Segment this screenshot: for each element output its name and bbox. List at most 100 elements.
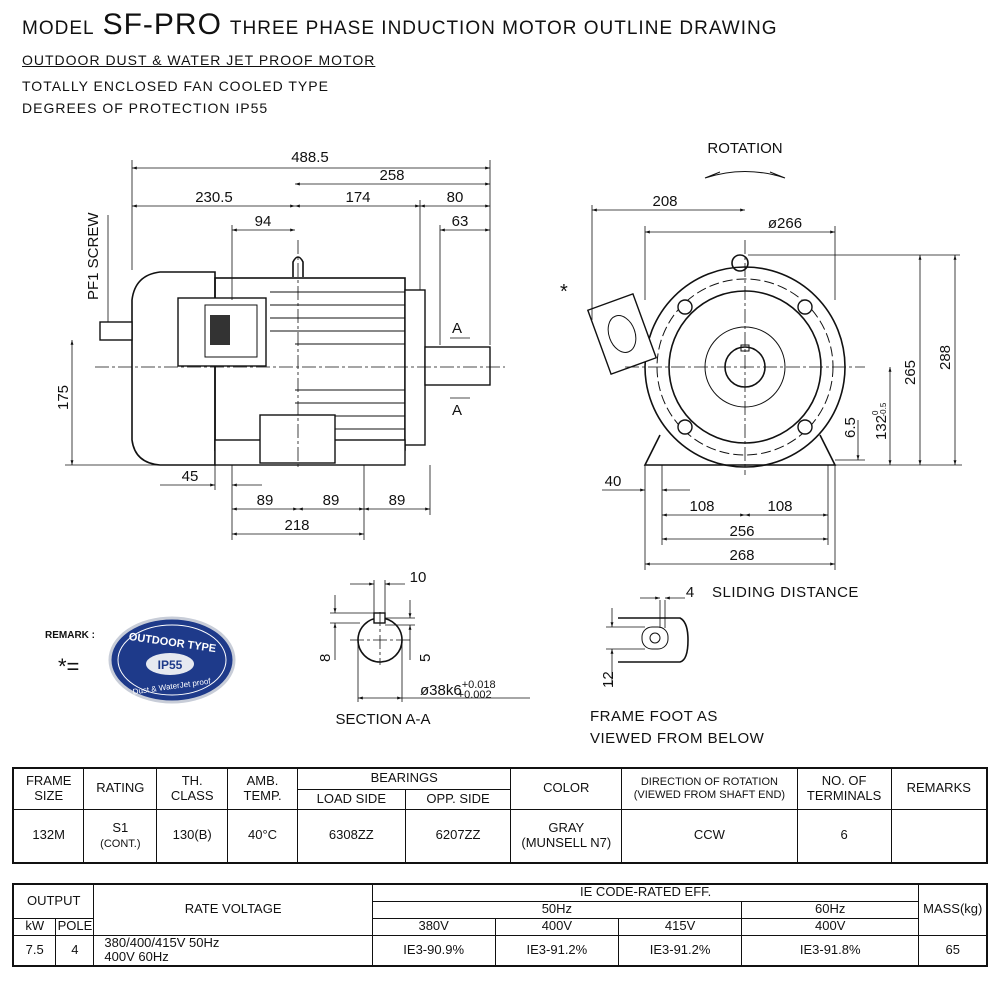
dim-132-tol-upper: 0	[871, 410, 880, 415]
foot-caption-1: FRAME FOOT AS	[590, 708, 718, 725]
hdr-380v: 380V	[371, 917, 496, 936]
remark-label: REMARK :	[45, 630, 95, 641]
dim-5: 5	[417, 654, 434, 662]
hdr-color: COLOR	[510, 767, 623, 810]
cell-frame-size: 132M	[12, 808, 85, 864]
dim-108-left: 108	[689, 498, 714, 515]
cell-direction: CCW	[621, 808, 798, 864]
section-a-a: 10 8 5 ø38k6+0.018+0.002 SECTION A-A	[317, 569, 530, 728]
bolts	[677, 299, 813, 435]
cell-mass: 65	[918, 934, 988, 967]
cell-eff-400-60: IE3-91.8%	[740, 934, 920, 967]
hdr-400v-60: 400V	[740, 917, 920, 936]
section-mark-top: A	[452, 320, 462, 337]
table-row: 132M S1(CONT.) 130(B) 40°C 6308ZZ 6207ZZ…	[12, 808, 988, 864]
dim-dia-266: ø266	[768, 215, 802, 232]
drain-plug	[99, 321, 133, 341]
hdr-ie-code: IE CODE-RATED EFF.	[371, 883, 920, 902]
hdr-amb-temp: AMB.TEMP.	[227, 767, 298, 810]
remark: REMARK : *= IP55 OUTDOOR TYPE Dust & Wat…	[45, 616, 236, 704]
hdr-direction: DIRECTION OF ROTATION(VIEWED FROM SHAFT …	[621, 767, 798, 810]
dim-4: 4	[686, 584, 694, 601]
hdr-kw: kW	[12, 917, 57, 936]
dim-80: 80	[447, 189, 464, 206]
cell-amb-temp: 40°C	[227, 808, 298, 864]
dim-175: 175	[55, 385, 72, 410]
front-flange	[404, 289, 426, 446]
remark-symbol: *=	[58, 654, 79, 679]
drawing-title: MODEL SF-PRO THREE PHASE INDUCTION MOTOR O…	[22, 8, 778, 42]
front-feet	[643, 434, 837, 466]
foot-outline	[618, 617, 689, 663]
side-dimension-lines	[65, 160, 491, 540]
terminal-box-front	[586, 292, 658, 376]
section-mark-bottom: A	[452, 402, 462, 419]
performance-table: OUTPUT RATE VOLTAGE IE CODE-RATED EFF. M…	[12, 883, 988, 968]
eyebolt-front	[731, 254, 749, 272]
rotation-arrow-icon	[704, 171, 786, 179]
dim-174: 174	[345, 189, 370, 206]
dim-45: 45	[182, 468, 199, 485]
cell-th-class: 130(B)	[156, 808, 229, 864]
hdr-remarks: REMARKS	[890, 767, 988, 810]
hdr-load-side: LOAD SIDE	[296, 788, 406, 810]
dim-63: 63	[452, 213, 469, 230]
dim-key-10: 10	[410, 569, 427, 586]
front-dimension-lines	[591, 205, 962, 570]
dim-108-right: 108	[767, 498, 792, 515]
hdr-rate-voltage: RATE VOLTAGE	[93, 883, 373, 936]
dim-132-tol-lower: -0.5	[879, 402, 888, 416]
cell-kw: 7.5	[12, 934, 57, 967]
badge-mid: IP55	[158, 658, 183, 672]
cell-rating: S1(CONT.)	[83, 808, 158, 864]
hdr-50hz: 50Hz	[371, 900, 742, 919]
hdr-pole: POLE	[55, 917, 95, 936]
dim-94: 94	[255, 213, 272, 230]
fan-cover	[131, 271, 216, 466]
dim-258: 258	[379, 167, 404, 184]
dim-268: 268	[729, 547, 754, 564]
model-name: SF-PRO	[102, 8, 222, 41]
subtitle-outdoor: OUTDOOR DUST & WATER JET PROOF MOTOR	[22, 52, 376, 68]
rotation-label: ROTATION	[707, 140, 782, 157]
dim-132-value: 132	[873, 415, 890, 440]
model-label: MODEL	[22, 18, 95, 39]
side-dimension-labels: 488.5 258 230.5 174 80 94 63 PF1 SCREW 1…	[55, 149, 468, 534]
hdr-rating: RATING	[83, 767, 158, 810]
section-title: SECTION A-A	[335, 711, 430, 728]
cell-load-side: 6308ZZ	[296, 808, 406, 864]
shaft-tol-lower: +0.002	[458, 689, 492, 701]
nameplate	[204, 304, 258, 358]
dim-89-b: 89	[323, 492, 340, 509]
hdr-th-class: TH.CLASS	[156, 767, 229, 810]
sliding-distance-label: SLIDING DISTANCE	[712, 584, 859, 601]
foot-caption-2: VIEWED FROM BELOW	[590, 730, 765, 747]
hdr-opp-side: OPP. SIDE	[404, 788, 512, 810]
dim-overall-length: 488.5	[291, 149, 329, 166]
subtitle-tefc: TOTALLY ENCLOSED FAN COOLED TYPE	[22, 78, 329, 94]
cell-remarks	[890, 808, 988, 864]
front-dimension-labels: ROTATION 208 ø266 * 265 288 1320-0.5 6.5…	[560, 140, 954, 564]
title-text: THREE PHASE INDUCTION MOTOR OUTLINE DRAW…	[229, 18, 778, 39]
cell-eff-380: IE3-90.9%	[371, 934, 496, 967]
dim-265: 265	[902, 360, 919, 385]
key	[373, 612, 386, 624]
dim-12: 12	[600, 671, 617, 688]
foot-block	[259, 414, 336, 464]
dim-6-5: 6.5	[842, 417, 859, 438]
dim-132: 1320-0.5	[871, 402, 890, 440]
hdr-400v: 400V	[494, 917, 620, 936]
foot-slot	[641, 626, 669, 650]
dim-288: 288	[937, 345, 954, 370]
hdr-mass: MASS(kg)	[918, 883, 988, 936]
dim-89-c: 89	[389, 492, 406, 509]
shaft-dia: ø38k6+0.018+0.002	[420, 679, 496, 701]
dim-40: 40	[605, 473, 622, 490]
cell-opp-side: 6207ZZ	[404, 808, 512, 864]
dim-8: 8	[317, 654, 334, 662]
cooling-fins	[270, 291, 405, 430]
